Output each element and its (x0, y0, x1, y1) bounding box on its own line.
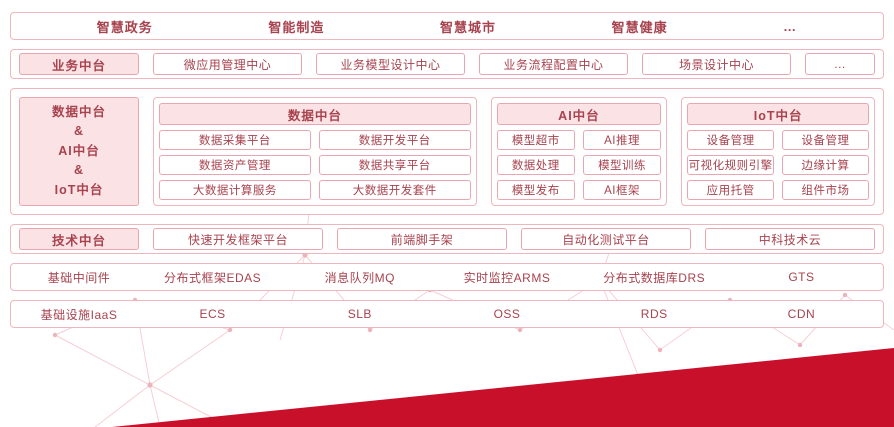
box-model-publishing: 模型发布 (496, 180, 575, 200)
business-platform-label: 业务中台 (19, 53, 139, 75)
box-model-training: 模型训练 (582, 155, 662, 175)
tech-platform-label: 技术中台 (19, 228, 139, 250)
box-edge-computing: 边缘计算 (782, 155, 869, 175)
iot-platform-group: IoT中台 设备管理 设备管理 可视化规则引擎 边缘计算 应用托管 组件市场 (681, 97, 875, 206)
middleware-layer: 基础中间件 分布式框架EDAS 消息队列MQ 实时监控ARMS 分布式数据库DR… (10, 263, 884, 291)
box-data-asset-management: 数据资产管理 (159, 155, 311, 175)
box-bigdata-computing-service: 大数据计算服务 (159, 180, 311, 200)
iot-platform-grid: 设备管理 设备管理 可视化规则引擎 边缘计算 应用托管 组件市场 (687, 130, 869, 200)
box-ai-framework: AI框架 (582, 180, 662, 200)
iaas-layer: 基础设施IaaS ECS SLB OSS RDS CDN (10, 300, 884, 328)
tech-platform-layer: 技术中台 快速开发框架平台 前端脚手架 自动化测试平台 中科技术云 (10, 224, 884, 254)
middleware-item-edas: 分布式框架EDAS (164, 270, 262, 285)
ai-platform-title: AI中台 (496, 103, 662, 125)
scenario-layer: 智慧政务 智能制造 智慧城市 智慧健康 … (10, 12, 884, 40)
box-model-market: 模型超市 (496, 130, 575, 150)
platform-stack-label-line: AI中台 (58, 143, 100, 158)
data-platform-grid: 数据采集平台 数据开发平台 数据资产管理 数据共享平台 大数据计算服务 大数据开… (159, 130, 471, 200)
business-more-box: … (805, 53, 875, 75)
box-ai-inference: AI推理 (582, 130, 662, 150)
platform-stack-label-line: 数据中台 (51, 105, 106, 120)
middleware-item-drs: 分布式数据库DRS (603, 270, 706, 285)
scenario-smart-health: 智慧健康 (611, 19, 668, 35)
middleware-label: 基础中间件 (47, 270, 111, 285)
box-zhongke-tech-cloud: 中科技术云 (705, 228, 875, 250)
scenario-ellipsis: … (783, 18, 798, 34)
middleware-item-mq: 消息队列MQ (324, 270, 395, 285)
iot-platform-title: IoT中台 (687, 103, 869, 125)
ai-platform-group: AI中台 模型超市 AI推理 数据处理 模型训练 模型发布 AI框架 (490, 97, 668, 206)
box-business-model-design-center: 业务模型设计中心 (316, 53, 465, 75)
business-platform-layer: 业务中台 微应用管理中心 业务模型设计中心 业务流程配置中心 场景设计中心 … (10, 49, 884, 79)
data-platform-group: 数据中台 数据采集平台 数据开发平台 数据资产管理 数据共享平台 大数据计算服务… (153, 97, 477, 206)
box-rapid-dev-framework-platform: 快速开发框架平台 (153, 228, 323, 250)
box-bigdata-dev-suite: 大数据开发套件 (318, 180, 471, 200)
iaas-item-cdn: CDN (787, 307, 816, 321)
platform-stack-label-line: IoT中台 (54, 182, 104, 197)
box-data-development-platform: 数据开发平台 (318, 130, 471, 150)
box-app-hosting: 应用托管 (687, 180, 775, 200)
architecture-diagram: 智慧政务 智能制造 智慧城市 智慧健康 … 业务中台 微应用管理中心 业务模型设… (10, 12, 884, 328)
box-business-process-config-center: 业务流程配置中心 (479, 53, 628, 75)
platform-stack-label-line: & (73, 124, 85, 139)
box-visual-rule-engine: 可视化规则引擎 (687, 155, 775, 175)
red-banner (112, 348, 894, 427)
box-data-processing: 数据处理 (496, 155, 575, 175)
ai-platform-grid: 模型超市 AI推理 数据处理 模型训练 模型发布 AI框架 (496, 130, 662, 200)
middleware-item-arms: 实时监控ARMS (463, 270, 551, 285)
platform-layer: 数据中台 & AI中台 & IoT中台 数据中台 数据采集平台 数据开发平台 数… (10, 88, 884, 215)
data-platform-title: 数据中台 (159, 103, 471, 125)
box-data-sharing-platform: 数据共享平台 (318, 155, 471, 175)
iaas-item-oss: OSS (493, 307, 521, 321)
scenario-smart-city: 智慧城市 (439, 19, 496, 35)
platform-stack-label-line: & (73, 163, 85, 178)
box-frontend-scaffold: 前端脚手架 (337, 228, 507, 250)
scenario-smart-government: 智慧政务 (96, 19, 153, 35)
box-device-management-1: 设备管理 (687, 130, 775, 150)
middleware-item-gts: GTS (788, 270, 815, 284)
iaas-label: 基础设施IaaS (40, 307, 118, 322)
scenario-smart-manufacturing: 智能制造 (268, 19, 325, 35)
iaas-item-slb: SLB (347, 307, 372, 321)
iaas-item-rds: RDS (640, 307, 668, 321)
box-device-management-2: 设备管理 (782, 130, 869, 150)
box-automated-testing-platform: 自动化测试平台 (521, 228, 691, 250)
box-component-market: 组件市场 (782, 180, 869, 200)
platform-stack-label: 数据中台 & AI中台 & IoT中台 (19, 97, 139, 206)
iaas-item-ecs: ECS (199, 307, 226, 321)
box-scene-design-center: 场景设计中心 (642, 53, 791, 75)
box-data-collection-platform: 数据采集平台 (159, 130, 311, 150)
box-microapp-management-center: 微应用管理中心 (153, 53, 302, 75)
